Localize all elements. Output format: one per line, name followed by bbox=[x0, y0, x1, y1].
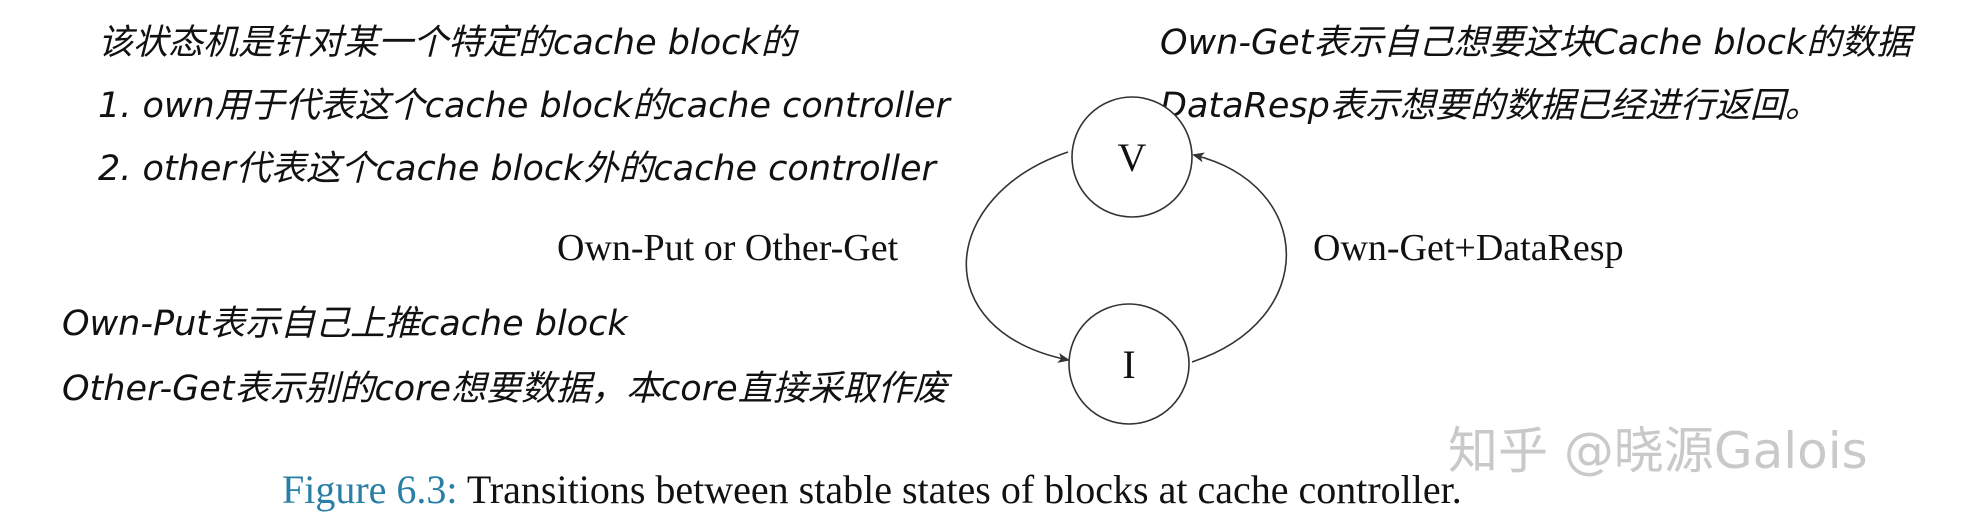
transition-label-v-to-i: Own-Put or Other-Get bbox=[557, 227, 899, 269]
state-i-circle bbox=[1068, 303, 1190, 425]
note-scope-line: 该状态机是针对某一个特定的cache block的 bbox=[98, 23, 800, 63]
edge-v-to-i bbox=[965, 151, 1070, 363]
note-other-definition: 2. other代表这个cache block外的cache controlle… bbox=[98, 149, 939, 189]
figure-caption: Figure 6.3: Transitions between stable s… bbox=[282, 467, 1462, 512]
note-own-definition: 1. own用于代表这个cache block的cache controller bbox=[98, 86, 953, 126]
note-top-right: Own-Get表示自己想要这块Cache block的数据 DataResp表示… bbox=[1160, 23, 1916, 126]
state-v: V bbox=[1071, 96, 1193, 218]
note-dataresp-meaning: DataResp表示想要的数据已经进行返回。 bbox=[1160, 86, 1820, 126]
note-other-get-meaning: Other-Get表示别的core想要数据，本core直接采取作废 bbox=[62, 369, 953, 409]
state-v-label: V bbox=[1118, 135, 1147, 180]
state-v-circle bbox=[1071, 96, 1193, 218]
caption-text: Transitions between stable states of blo… bbox=[458, 467, 1462, 512]
note-top-left: 该状态机是针对某一个特定的cache block的 1. own用于代表这个ca… bbox=[98, 23, 953, 189]
state-i-label: I bbox=[1122, 342, 1135, 387]
note-own-put-meaning: Own-Put表示自己上推cache block bbox=[62, 304, 629, 344]
watermark-text: 知乎 @晓源Galois bbox=[1448, 422, 1868, 480]
note-own-get-meaning: Own-Get表示自己想要这块Cache block的数据 bbox=[1160, 23, 1916, 63]
edge-i-to-v bbox=[1191, 152, 1288, 363]
note-bottom-left: Own-Put表示自己上推cache block Other-Get表示别的co… bbox=[62, 304, 953, 409]
caption-number: Figure 6.3: bbox=[282, 467, 458, 512]
transition-label-i-to-v: Own-Get+DataResp bbox=[1313, 227, 1624, 269]
state-i: I bbox=[1068, 303, 1190, 425]
